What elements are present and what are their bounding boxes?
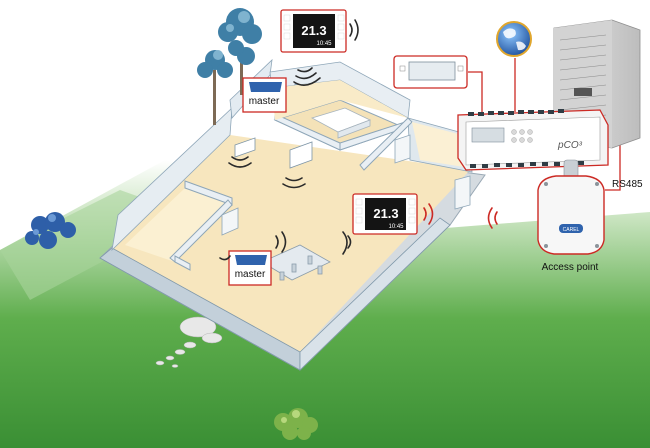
room-floor-kitchen xyxy=(412,122,470,168)
master-label-top: master xyxy=(249,96,280,107)
access-point-logo: CAREL xyxy=(563,227,580,233)
controller-icon: pCO³ xyxy=(457,109,609,171)
thermostat-middle-temp: 21.3 xyxy=(373,206,398,221)
master-unit-top: master xyxy=(242,77,287,113)
cabinet xyxy=(221,134,471,236)
controller-brand-label: pCO³ xyxy=(557,140,583,151)
bush-icon-bottom xyxy=(274,408,318,440)
wifi-signal-icon xyxy=(219,19,359,261)
access-point-label: Access point xyxy=(542,262,599,273)
wall-front-right xyxy=(299,217,451,371)
bush-icon xyxy=(25,212,76,249)
bed xyxy=(310,107,372,139)
stepping-stones xyxy=(155,316,223,368)
room-floor-upper xyxy=(272,80,408,120)
tree-icon xyxy=(197,8,262,125)
master-label-bottom: master xyxy=(235,269,266,280)
thermostat-middle-clock: 10:45 xyxy=(388,224,404,230)
terminal-icon xyxy=(393,55,468,89)
room-floor-left xyxy=(125,188,232,262)
wifi-signal-icon-red xyxy=(423,203,498,229)
thermostat-middle: 21.3 10:45 xyxy=(352,193,418,235)
thermostat-top: 21.3 10:45 xyxy=(280,9,347,53)
dining-table xyxy=(261,244,331,281)
fan-coil-units xyxy=(234,137,313,169)
access-point-device: CAREL xyxy=(537,159,605,255)
master-unit-bottom: master xyxy=(228,250,272,286)
rs485-label: RS485 xyxy=(612,179,643,190)
thermostat-top-temp: 21.3 xyxy=(301,23,326,38)
globe-icon xyxy=(496,21,532,57)
thermostat-top-clock: 10:45 xyxy=(316,41,332,47)
